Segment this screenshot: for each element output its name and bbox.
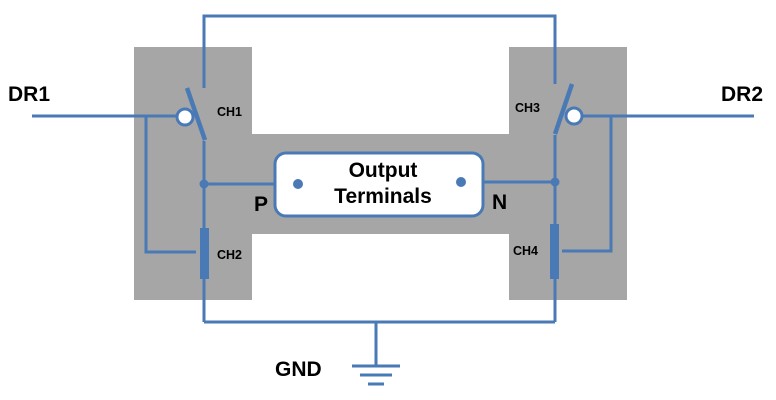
ch3-inverter-bubble	[564, 106, 584, 126]
output-terminals-box	[273, 151, 485, 218]
ch1-inverter-bubble	[175, 107, 195, 127]
dr1-label: DR1	[8, 83, 50, 106]
ch1-blade	[184, 87, 208, 141]
output-terminals-title-line2: Terminals	[334, 185, 432, 208]
n-terminal-dot-front	[456, 177, 466, 187]
ch2-bar	[200, 228, 209, 279]
ch4-switch	[550, 224, 559, 279]
p-terminal-label: P	[254, 193, 268, 216]
left-junction-dot	[199, 179, 209, 189]
right-leg-block	[509, 47, 627, 300]
ch3-switch	[552, 83, 584, 135]
ch2-switch	[200, 228, 209, 279]
output-terminals-title-line1: Output	[349, 159, 418, 182]
ch3-blade	[552, 83, 575, 135]
ch4-bar	[550, 224, 559, 279]
left-leg-block	[134, 47, 252, 300]
ch4-label: CH4	[513, 244, 538, 258]
gnd-label: GND	[275, 358, 322, 381]
ch1-switch	[175, 87, 208, 141]
ground-symbol	[352, 364, 400, 386]
ch3-label: CH3	[515, 101, 540, 115]
dr2-gate-wire	[562, 116, 613, 253]
right-junction-dot	[550, 177, 560, 187]
top-rail-wire	[202, 14, 557, 88]
p-terminal-dot-front	[293, 179, 303, 189]
ch2-label: CH2	[217, 248, 242, 262]
n-terminal-label: N	[492, 191, 507, 214]
dr1-gate-wire	[144, 116, 196, 254]
ch1-label: CH1	[217, 105, 242, 119]
dr2-label: DR2	[721, 83, 763, 106]
